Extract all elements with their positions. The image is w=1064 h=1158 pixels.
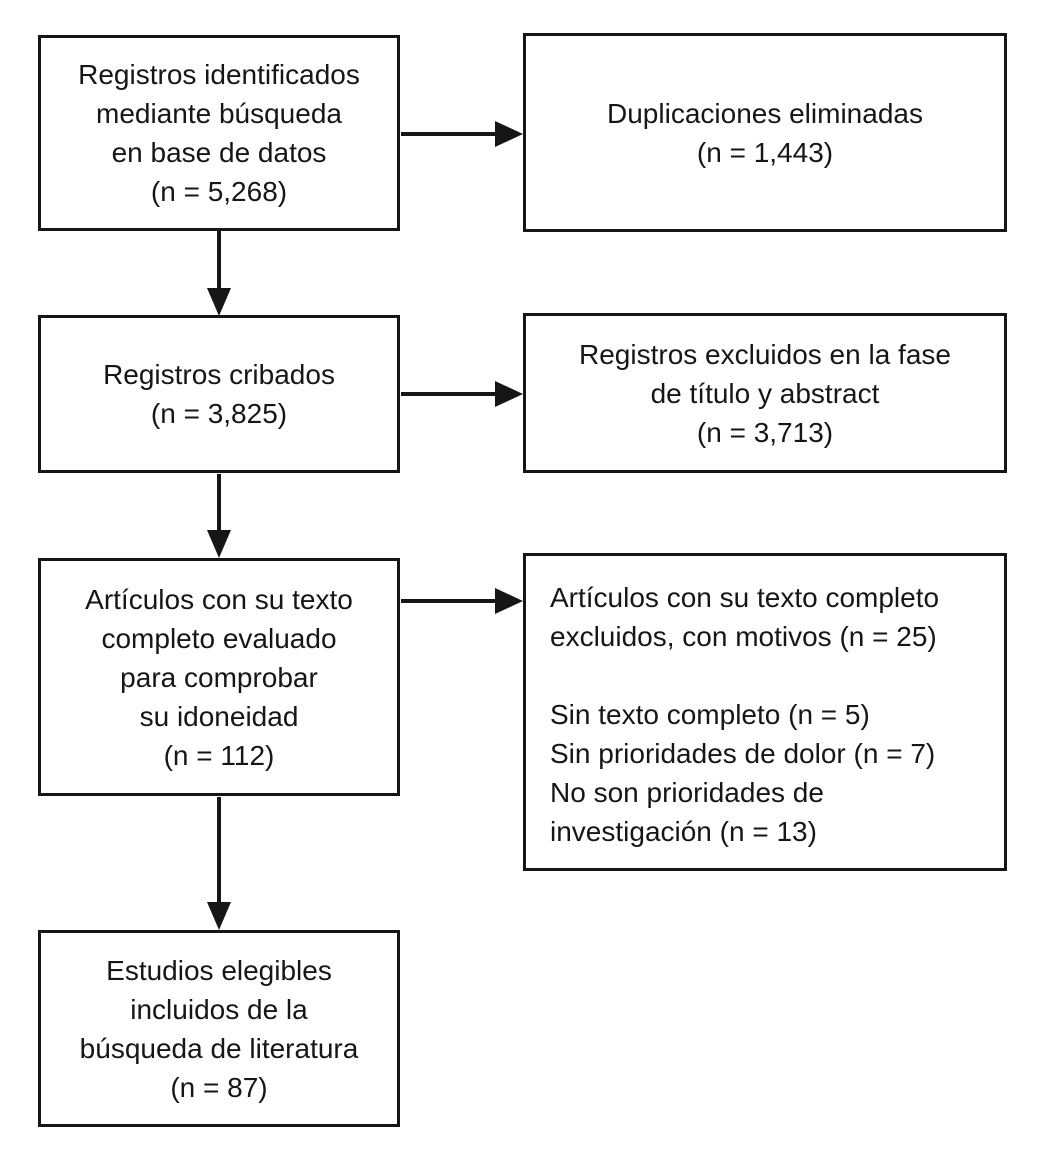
text-line: Duplicaciones eliminadas [607, 97, 923, 129]
text-line: incluidos de la [130, 993, 308, 1025]
arrow-screened-to-excluded [401, 381, 523, 407]
text-line: Registros excluidos en la fase [579, 338, 951, 370]
box-duplicates-removed: Duplicaciones eliminadas (n = 1,443) [523, 33, 1007, 232]
arrow-identified-to-duplicates [401, 121, 523, 147]
text-line: Artículos con su texto [85, 583, 353, 615]
text-line: en base de datos [111, 137, 327, 168]
text-line: excluidos, con motivos (n = 25) [550, 621, 937, 652]
box-studies-included: Estudios elegibles incluidos de la búsqued… [38, 930, 400, 1127]
box-records-identified: Registros identificados mediante búsqueda… [38, 35, 400, 231]
text-line: Registros cribados [103, 359, 335, 390]
text-line: Sin prioridades de dolor (n = 7) [550, 738, 936, 769]
text-line: mediante búsqueda [96, 98, 342, 129]
box-records-screened: Registros cribados (n = 3,825) [38, 315, 400, 473]
arrow-fulltext-to-included [207, 797, 231, 930]
text-line: búsqueda de literatura [79, 1032, 359, 1064]
text-line: para comprobar [120, 661, 318, 693]
text-line: de título y abstract [650, 377, 880, 409]
box-fulltext-assessed: Artículos con su texto completo evaluado p… [38, 558, 400, 796]
text-line: (n = 112) [163, 739, 275, 771]
text-line: Sin texto completo (n = 5) [550, 699, 870, 730]
arrow-fulltext-to-excluded [401, 588, 523, 614]
box-excluded-title-abstract: Registros excluidos en la fase de título … [523, 313, 1007, 473]
text-line: su idoneidad [139, 700, 299, 732]
text-line: Estudios elegibles [106, 954, 332, 986]
text-line: investigación (n = 13) [550, 816, 817, 847]
text-line: (n = 87) [170, 1071, 268, 1103]
text-line: completo evaluado [101, 622, 337, 654]
text-line [550, 656, 558, 695]
text-line: (n = 3,713) [696, 416, 834, 448]
text-line: (n = 3,825) [150, 398, 288, 429]
arrow-screened-to-fulltext [207, 474, 231, 558]
text-line: (n = 1,443) [696, 136, 834, 168]
text-line: (n = 5,268) [150, 176, 288, 207]
text-line: No son prioridades de [550, 777, 824, 808]
text-line: Registros identificados [78, 59, 360, 90]
box-fulltext-excluded-reasons: Artículos con su texto completo excluidos… [523, 553, 1007, 871]
text-line: Artículos con su texto completo [550, 582, 940, 613]
arrow-identified-to-screened [207, 231, 231, 316]
